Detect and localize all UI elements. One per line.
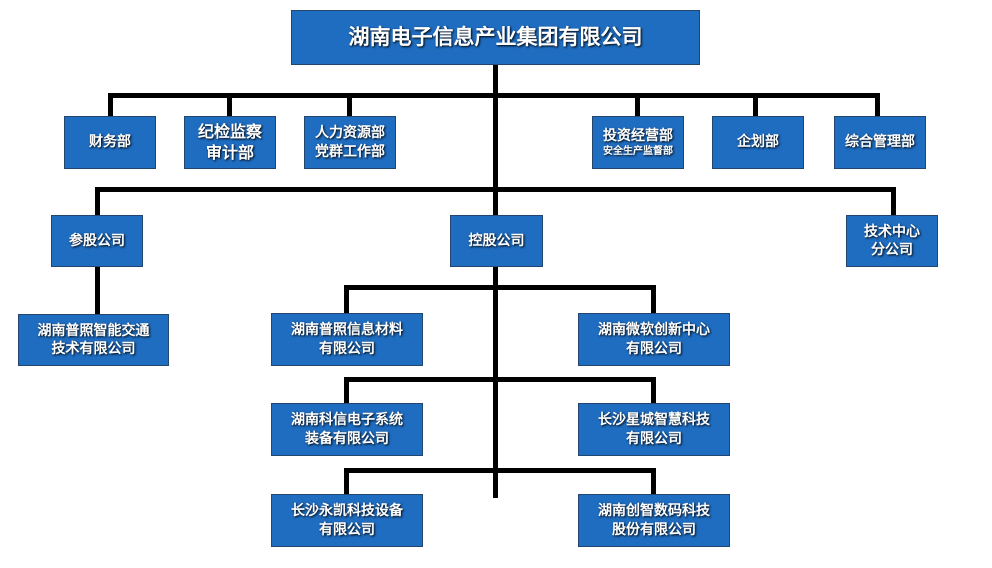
connector-line — [493, 266, 498, 498]
node-puzhao-info-company: 湖南普照信息材料 有限公司 — [271, 313, 423, 366]
node-label: 综合管理部 — [845, 134, 915, 151]
node-label-line-2: 股份有限公司 — [612, 521, 696, 538]
node-label-line-1: 人力资源部 — [315, 125, 385, 142]
node-admin-department: 综合管理部 — [834, 116, 926, 169]
node-yongkai-company: 长沙永凯科技设备 有限公司 — [271, 494, 423, 547]
node-label-line-1: 湖南微软创新中心 — [598, 322, 710, 339]
node-label-line-2: 有限公司 — [319, 340, 375, 357]
connector-line — [635, 93, 640, 117]
connector-line — [891, 187, 896, 217]
connector-line — [651, 377, 656, 405]
connector-line — [347, 93, 352, 117]
node-label-line-2: 安全生产监督部 — [603, 146, 673, 158]
node-label: 参股公司 — [69, 232, 125, 249]
node-label-line-1: 湖南科信电子系统 — [291, 412, 403, 429]
node-microsoft-center-company: 湖南微软创新中心 有限公司 — [578, 313, 730, 366]
node-root-company: 湖南电子信息产业集团有限公司 — [291, 10, 700, 65]
node-label: 控股公司 — [468, 232, 525, 249]
connector-line — [95, 187, 896, 192]
node-label-line-1: 投资经营部 — [603, 127, 673, 144]
connector-line — [108, 93, 880, 98]
connector-line — [344, 468, 656, 473]
connector-line — [875, 93, 880, 117]
node-label: 企划部 — [737, 134, 779, 151]
node-label: 湖南电子信息产业集团有限公司 — [348, 24, 643, 49]
node-label-line-2: 有限公司 — [626, 340, 682, 357]
node-planning-department: 企划部 — [712, 116, 804, 169]
node-label-line-2: 装备有限公司 — [305, 430, 389, 447]
node-xingcheng-company: 长沙星城智慧科技 有限公司 — [578, 403, 730, 456]
connector-line — [753, 93, 758, 117]
node-participating-companies: 参股公司 — [51, 215, 143, 267]
connector-line — [344, 468, 349, 496]
node-discipline-audit-department: 纪检监察 审计部 — [184, 116, 276, 169]
node-tech-center-branch: 技术中心 分公司 — [846, 215, 938, 267]
node-label-line-1: 长沙星城智慧科技 — [598, 412, 710, 429]
node-label-line-2: 有限公司 — [626, 430, 682, 447]
connector-line — [344, 285, 349, 315]
node-label-line-2: 有限公司 — [319, 521, 375, 538]
node-label-line-1: 纪检监察 — [197, 121, 262, 141]
connector-line — [651, 285, 656, 315]
node-label-line-1: 湖南创智数码科技 — [598, 503, 710, 520]
node-investment-department: 投资经营部 安全生产监督部 — [592, 116, 684, 169]
connector-line — [344, 285, 656, 290]
node-label-line-1: 湖南普照信息材料 — [291, 322, 403, 339]
connector-line — [493, 64, 498, 217]
node-label: 财务部 — [89, 134, 131, 151]
node-kexin-company: 湖南科信电子系统 装备有限公司 — [271, 403, 423, 456]
connector-line — [227, 93, 232, 117]
connector-line — [95, 266, 100, 316]
connector-line — [95, 187, 100, 217]
node-label-line-1: 长沙永凯科技设备 — [291, 503, 403, 520]
connector-line — [344, 377, 656, 382]
node-label-line-2: 分公司 — [871, 242, 913, 258]
connector-line — [108, 93, 113, 117]
node-label-line-2: 技术有限公司 — [51, 341, 136, 357]
node-puzhao-traffic-company: 湖南普照智能交通 技术有限公司 — [18, 314, 169, 366]
node-hr-department: 人力资源部 党群工作部 — [304, 116, 396, 169]
node-label-line-1: 湖南普照智能交通 — [37, 322, 150, 339]
node-chuangzhi-company: 湖南创智数码科技 股份有限公司 — [578, 494, 730, 547]
connector-line — [651, 468, 656, 496]
connector-line — [344, 377, 349, 405]
node-finance-department: 财务部 — [64, 116, 156, 169]
node-label-line-2: 党群工作部 — [315, 143, 385, 160]
node-holding-companies: 控股公司 — [450, 215, 543, 267]
node-label-line-1: 技术中心 — [864, 223, 920, 240]
node-label-line-2: 审计部 — [205, 142, 254, 162]
